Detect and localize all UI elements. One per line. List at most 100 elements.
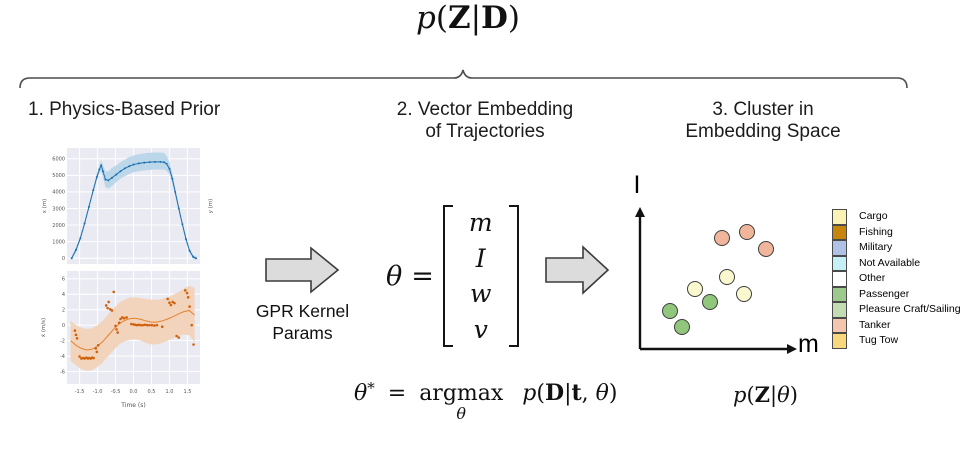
p-symbol: p: [522, 381, 537, 406]
svg-text:x (m): x (m): [42, 199, 48, 214]
bar-symbol: |: [770, 383, 778, 407]
theta-entry-w: w: [470, 279, 492, 309]
section-2-line1: 2. Vector Embedding: [396, 99, 574, 120]
argmax-text: argmax: [419, 381, 504, 406]
section-2-line2: of Trajectories: [425, 121, 545, 143]
section-1-label: 1. Physics-Based Prior: [28, 99, 221, 120]
cluster-dot: [736, 286, 752, 302]
theta-entry-I: I: [475, 243, 486, 273]
arrow-right-icon: [545, 245, 610, 295]
theta-symbol: θ: [777, 383, 790, 407]
svg-text:4: 4: [62, 292, 65, 298]
theta-arg-symbol: θ: [595, 381, 609, 406]
svg-text:-2: -2: [60, 338, 65, 344]
open-paren: (: [536, 381, 545, 406]
cluster-dot: [758, 241, 774, 257]
p-symbol: p: [733, 383, 747, 407]
legend-swatch: [832, 302, 847, 318]
gpr-label-line2: Params: [272, 322, 333, 343]
theta-star-symbol: θ: [354, 381, 368, 406]
Z-symbol: Z: [754, 382, 770, 407]
svg-text:-0.5: -0.5: [111, 389, 121, 395]
svg-text:y (m): y (m): [208, 199, 214, 214]
svg-text:1.0: 1.0: [165, 389, 173, 395]
cluster-dot: [714, 230, 730, 246]
comma: ,: [581, 381, 596, 406]
theta-entry-m: m: [468, 208, 493, 238]
figure-title: p(Z|D): [0, 0, 936, 36]
svg-text:Time (s): Time (s): [120, 402, 145, 409]
t-symbol: t: [571, 380, 582, 406]
equals-sign: =: [387, 381, 407, 406]
embedding-axes: [635, 207, 797, 354]
right-bracket: [508, 205, 519, 347]
close-paren: ): [608, 381, 618, 406]
close-paren: ): [789, 383, 798, 407]
svg-text:-1.5: -1.5: [75, 389, 85, 395]
cluster-dot: [674, 319, 690, 335]
svg-text:2000: 2000: [52, 223, 65, 229]
theta-entry-v: v: [473, 314, 488, 344]
svg-text:5000: 5000: [52, 173, 65, 179]
legend-label: Military: [859, 241, 893, 253]
title-open-paren: (: [435, 0, 448, 36]
star-superscript: *: [367, 379, 375, 397]
svg-text:-1.0: -1.0: [93, 389, 103, 395]
svg-text:-6: -6: [60, 369, 65, 375]
scope-brace: [19, 69, 908, 89]
title-close-paren: ): [507, 0, 521, 36]
title-D: D: [481, 0, 508, 36]
cluster-dot: [719, 269, 735, 285]
left-bracket: [442, 205, 453, 347]
equals-sign: =: [411, 260, 434, 292]
section-3-line1: 3. Cluster in: [712, 99, 814, 120]
section-1-header: 1. Physics-Based Prior: [28, 99, 238, 121]
gpr-kernel-params-label: GPR Kernel Params: [245, 301, 360, 345]
legend-label: Tug Tow: [859, 334, 899, 346]
gpr-label-line1: GPR Kernel: [255, 301, 350, 321]
mass-axis-label: m: [798, 330, 819, 358]
cluster-dot: [687, 281, 703, 297]
inertia-axis-label: I: [633, 171, 641, 199]
open-paren: (: [746, 383, 755, 407]
svg-text:6000: 6000: [52, 157, 65, 163]
svg-text:0.0: 0.0: [130, 389, 138, 395]
arrow-right-icon: [265, 246, 340, 294]
svg-text:ẋ (m/s): ẋ (m/s): [41, 318, 47, 337]
title-bar: |: [470, 0, 482, 36]
legend-swatch: [832, 255, 847, 271]
posterior-equation: p(Z|θ): [733, 382, 798, 407]
theta-symbol: θ: [386, 260, 403, 292]
argmax-subscript-theta: θ: [456, 404, 467, 423]
svg-text:0.5: 0.5: [147, 389, 155, 395]
legend-swatch: [832, 240, 847, 256]
svg-text:1.5: 1.5: [183, 389, 191, 395]
legend-label: Fishing: [859, 225, 893, 238]
legend-label: Cargo: [859, 210, 888, 222]
legend-label: Pleasure Craft/Sailing: [859, 303, 960, 315]
legend-swatch: [832, 224, 847, 240]
legend-swatch: [832, 333, 847, 349]
svg-text:2: 2: [62, 307, 65, 313]
cluster-dot: [739, 224, 755, 240]
legend-label: Other: [859, 272, 886, 284]
section-3-header: 3. Cluster in Embedding Space: [663, 99, 863, 143]
title-p: p: [415, 0, 436, 36]
legend-swatch: [832, 209, 847, 225]
legend-label: Tanker: [859, 318, 891, 331]
svg-text:1000: 1000: [52, 239, 65, 245]
svg-text:0: 0: [62, 256, 65, 262]
legend-label: Not Available: [859, 256, 921, 269]
legend-swatch: [832, 317, 847, 333]
cluster-dot: [702, 294, 718, 310]
bar-symbol: |: [564, 381, 572, 406]
